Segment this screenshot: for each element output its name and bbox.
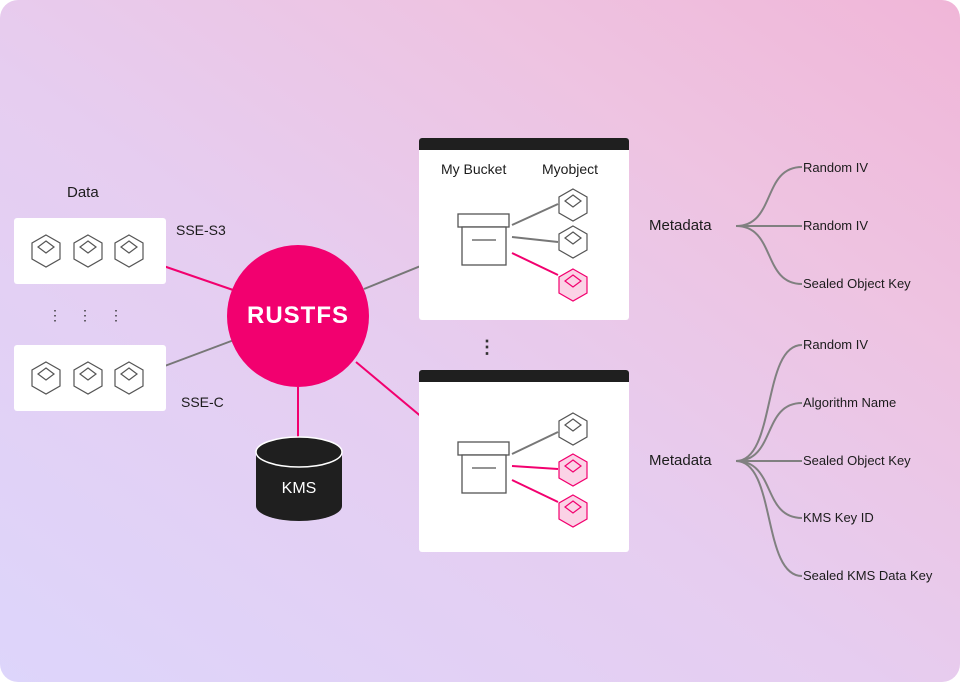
data-objects-group: [31, 234, 144, 268]
sse-c-label: SSE-C: [181, 394, 224, 410]
ellipsis-icon: ⋮: [48, 307, 62, 323]
object-link-line: [511, 431, 559, 455]
bucket-card-header-bar: [419, 138, 629, 150]
object-cube-icon: [114, 234, 144, 268]
bucket-top-contents: [457, 188, 588, 302]
metadata-branch: [735, 344, 803, 462]
metadata-branch: [735, 402, 803, 462]
object-label: Myobject: [542, 161, 599, 177]
ellipsis-icon: ⋮: [78, 307, 92, 323]
metadata-item: Algorithm Name: [803, 395, 897, 410]
object-cube-icon: [73, 361, 103, 395]
bucket-card-top: [419, 138, 629, 320]
bucket-card-header-bar: [419, 370, 629, 382]
metadata-item: Random IV: [803, 337, 869, 352]
object-cube-icon: [31, 234, 61, 268]
metadata-item: Random IV: [803, 218, 869, 233]
encrypted-object-cube-icon: [558, 453, 588, 487]
metadata-item: Random IV: [803, 160, 869, 175]
sse-s3-label: SSE-S3: [176, 222, 226, 238]
data-objects-group: [31, 361, 144, 395]
metadata-item: Sealed Object Key: [803, 276, 911, 291]
object-cube-icon: [558, 412, 588, 446]
object-cube-icon: [558, 225, 588, 259]
bucket-box-icon: [457, 441, 510, 494]
metadata-title-top: Metadata: [649, 217, 712, 234]
metadata-branch: [735, 460, 803, 577]
metadata-branch: [735, 166, 803, 227]
object-link-line: [511, 479, 559, 503]
encrypted-object-cube-icon: [558, 268, 588, 302]
bucket-box-icon: [457, 213, 510, 266]
sse-c-data-card: [14, 345, 166, 411]
metadata-item: KMS Key ID: [803, 510, 874, 525]
bucket-bottom-contents: [457, 412, 588, 528]
bucket-card-bottom: [419, 370, 629, 552]
metadata-branch: [735, 225, 803, 285]
bucket-label: My Bucket: [441, 161, 507, 177]
data-title: Data: [67, 184, 99, 201]
object-cube-icon: [31, 361, 61, 395]
metadata-item: Sealed Object Key: [803, 453, 911, 468]
metadata-item: Sealed KMS Data Key: [803, 568, 933, 583]
ellipsis-icon: ⋮: [478, 337, 496, 357]
object-link-line: [511, 252, 559, 276]
rustfs-hub: RUSTFS: [227, 245, 369, 387]
kms-label: KMS: [281, 480, 317, 497]
metadata-title-bottom: Metadata: [649, 452, 712, 469]
metadata-branch: [735, 460, 803, 519]
object-link-line: [511, 203, 559, 226]
kms-database-icon: [255, 436, 343, 521]
object-cube-icon: [114, 361, 144, 395]
ellipsis-icon: ⋮: [109, 307, 123, 323]
rustfs-label: RUSTFS: [247, 302, 349, 329]
object-link-line: [511, 465, 559, 470]
object-cube-icon: [73, 234, 103, 268]
sse-s3-data-card: [14, 218, 166, 284]
object-link-line: [511, 236, 559, 243]
object-cube-icon: [558, 188, 588, 222]
encrypted-object-cube-icon: [558, 494, 588, 528]
